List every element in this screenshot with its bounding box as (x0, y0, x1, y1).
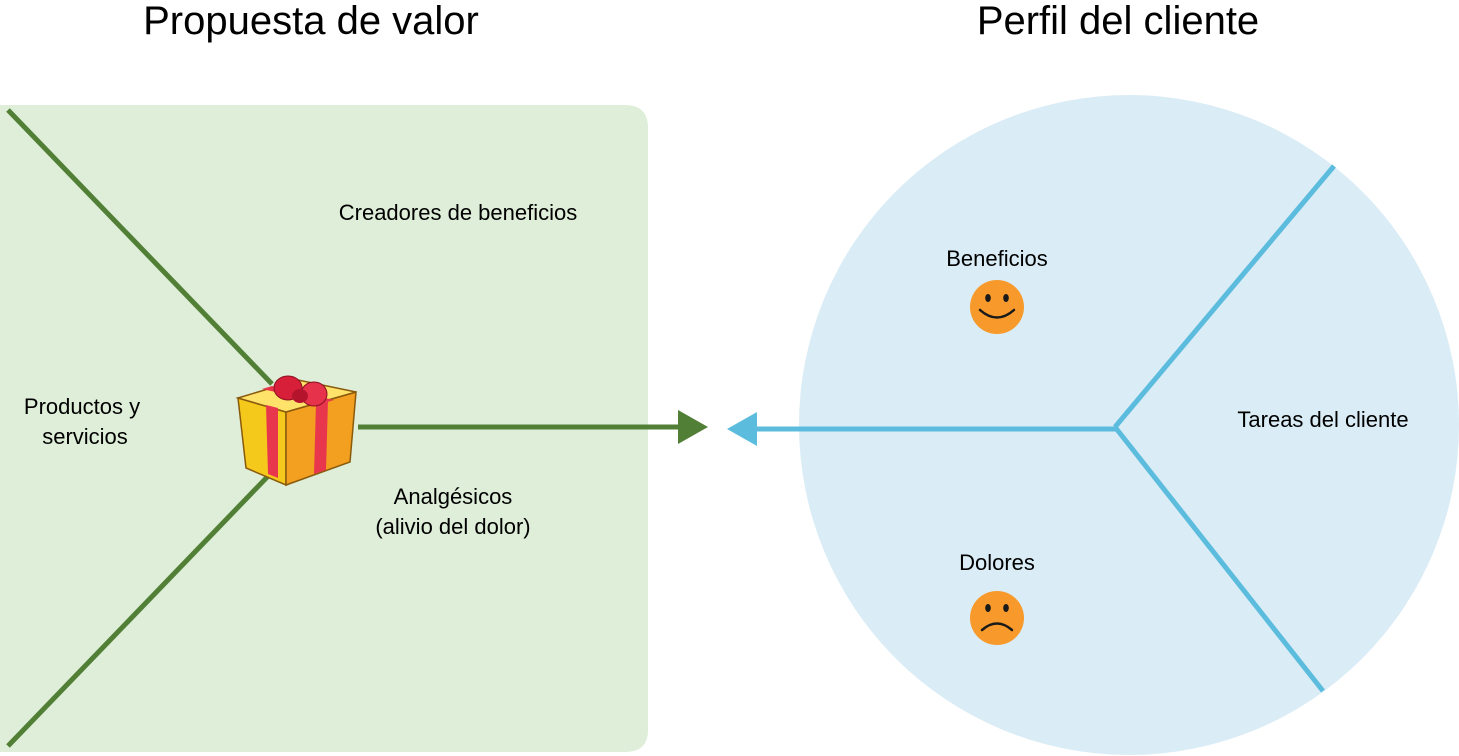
products-services-label-line1: Productos y (24, 394, 140, 419)
customer-profile-title: Perfil del cliente (977, 0, 1259, 43)
green-arrow-head (678, 410, 708, 444)
customer-profile-background (799, 95, 1459, 755)
square-divider-lower (6, 470, 274, 748)
products-services-label-line2: servicios (42, 424, 128, 449)
value-proposition-title: Propuesta de valor (143, 0, 479, 43)
customer-profile-arrow (727, 412, 1116, 446)
pains-label: Dolores (959, 550, 1035, 575)
pain-relievers-label-line2: (alivio del dolor) (375, 514, 530, 539)
square-divider-upper (6, 108, 274, 386)
value-proposition-arrow (358, 410, 708, 444)
customer-profile-circle (799, 95, 1459, 755)
pain-relievers-label-line1: Analgésicos (394, 484, 513, 509)
gift-icon (235, 375, 357, 487)
circle-divider-lower (1113, 425, 1325, 693)
circle-divider-upper (1113, 164, 1336, 429)
blue-arrow-head (727, 412, 757, 446)
gains-label: Beneficios (946, 246, 1048, 271)
smiley-happy-icon (970, 280, 1024, 334)
smiley-sad-icon (970, 591, 1024, 645)
customer-jobs-label: Tareas del cliente (1237, 407, 1408, 432)
gain-creators-label: Creadores de beneficios (339, 200, 577, 225)
